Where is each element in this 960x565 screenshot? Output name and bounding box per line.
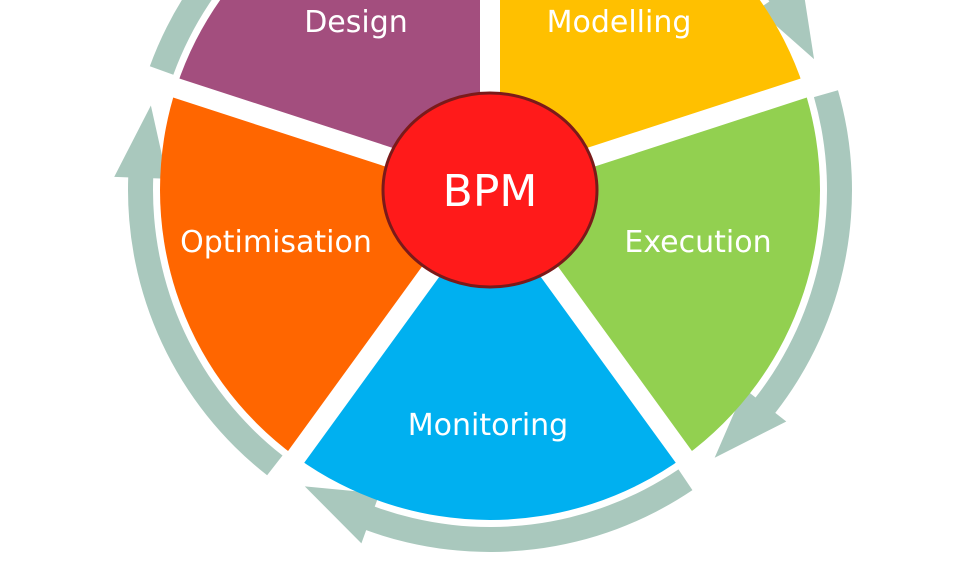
cycle-arrow [114,105,283,476]
cycle-arrow [714,90,852,458]
segment-label-execution: Execution [624,225,771,260]
center-label: BPM [443,166,538,217]
segment-label-design: Design [304,5,408,40]
cycle-arrow [304,469,693,553]
segment-label-optimisation: Optimisation [180,225,372,260]
center-circle [381,91,599,289]
segment-monitoring [296,190,684,520]
cycle-arrow [757,0,815,60]
center-node: BPM [381,91,599,289]
cycle-ring [114,0,852,553]
cycle-arrow [149,0,212,75]
segment-label-modelling: Modelling [547,5,692,40]
segment-label-monitoring: Monitoring [408,408,568,443]
